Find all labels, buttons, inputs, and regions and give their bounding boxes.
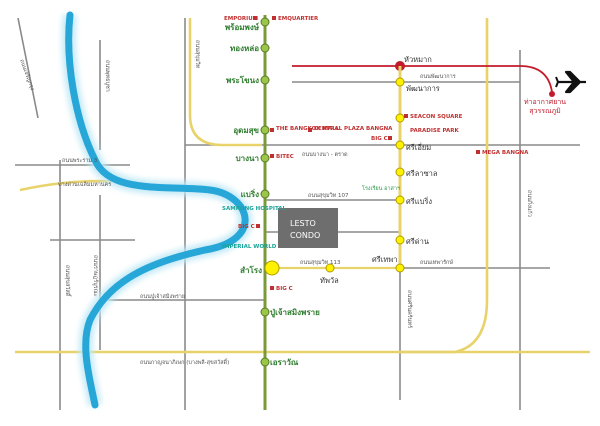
landmark-markers — [253, 16, 480, 290]
yellow-stations — [325, 77, 405, 273]
road-label-sukhumvit107: ถนนสุขุมวิท 107 — [308, 192, 349, 199]
airport-label-line1: ท่าอากาศยาน — [524, 98, 566, 106]
landmark-bitec: BITEC — [276, 154, 294, 160]
road-label-phatthanakan: ถนนพัฒนาการ — [420, 73, 456, 80]
label-bangna: บางนา — [236, 154, 259, 163]
road-label-expressway: ทางด่วนเฉลิมมหานคร — [58, 181, 111, 188]
airplane-icon — [555, 70, 586, 94]
station-samrong-dot[interactable] — [264, 260, 280, 276]
station-sriiam-dot[interactable] — [395, 140, 405, 150]
label-srilasalle: ศรีลาซาล — [406, 169, 438, 178]
station-phatthanakan-dot[interactable] — [395, 77, 405, 87]
road-label-rama3: ถนนพระราม 3 — [62, 158, 98, 164]
marker-bigc-south — [270, 286, 274, 290]
condo-line2: CONDO — [290, 231, 320, 240]
station-erawan-dot[interactable] — [260, 357, 270, 367]
marker-bigc-bangna — [388, 136, 392, 140]
river-glow — [61, 14, 253, 407]
landmark-bangkok-mall: THE BANGKOK MALL — [276, 126, 340, 132]
label-sribearing: ศรีแบริ่ง — [406, 196, 432, 206]
road-label-thepharak: ถนนเทพารักษ์ — [420, 259, 453, 266]
station-thapwan-dot[interactable] — [325, 263, 335, 273]
landmark-emquartier: EMQUARTIER — [278, 16, 319, 22]
road-sukhumvit-curve — [188, 18, 262, 147]
landmark-rongrian: โรงเรียน อาสาฯ — [362, 184, 400, 192]
road-label-bangna-trad: ถนนบางนา - ตราด — [302, 152, 348, 158]
marker-bitec — [270, 154, 274, 158]
station-sridan-dot[interactable] — [395, 235, 405, 245]
road-label-sri-nakharin: ถนนศรีนครินทร์ — [406, 290, 413, 328]
road-label-kingkaew: ถนนกิ่งแก้ว — [526, 190, 534, 217]
route-end-dot — [549, 91, 555, 97]
station-srilasalle-dot[interactable] — [395, 167, 405, 177]
label-thonglor: ทองหล่อ — [230, 44, 259, 53]
marker-seacon — [404, 114, 408, 118]
landmark-bigc-bangna: BIG C — [371, 136, 388, 142]
label-huamak: หัวหมาก — [404, 55, 432, 64]
road-label-pracha-uthit: ถนนปู่เจ้าสมิงพราย — [140, 293, 185, 300]
marker-bangkok-mall — [270, 128, 274, 132]
station-udomsuk-dot[interactable] — [260, 125, 270, 135]
label-phrakhanong: พระโขนง — [226, 75, 259, 85]
road-label-left-road-a: ถนนสุขสวัสดิ์ — [64, 265, 72, 298]
landmark-paradise: PARADISE PARK — [410, 128, 460, 134]
landmark-emporium: EMPORIUM — [224, 16, 258, 22]
station-sriudom-dot[interactable] — [395, 113, 405, 123]
landmark-mega: MEGA BANGNA — [482, 150, 529, 156]
label-phatthanakan: พัฒนาการ — [406, 84, 440, 93]
landmark-bigc-samrong: BIG C — [238, 224, 255, 230]
marker-mega — [476, 150, 480, 154]
label-sriiam: ศรีเอี่ยม — [406, 142, 431, 152]
station-sritepha-dot[interactable] — [395, 263, 405, 273]
label-thapwan: ทัพวัล — [320, 276, 339, 285]
marker-central-plaza — [308, 128, 312, 132]
airport-label-line2: สุวรรณภูมิ — [529, 107, 560, 115]
road-label-left-road-c: ถนนราษฎร์บูรณะ — [92, 255, 99, 297]
label-samrong: สำโรง — [240, 265, 262, 275]
condo-line1: LESTO — [290, 219, 316, 228]
landmark-central-plaza: CENTRAL PLAZA BANGNA — [314, 126, 393, 132]
label-sridan: ศรีด่าน — [406, 237, 429, 246]
label-prompong: พร้อมพงษ์ — [225, 22, 260, 32]
station-bearing-dot[interactable] — [260, 189, 270, 199]
road-upper-left-diagonal — [17, 17, 39, 119]
station-prompong-dot[interactable] — [260, 17, 270, 27]
landmark-imperial-world: IMPERIAL WORLD — [222, 244, 277, 250]
station-sribearing-dot[interactable] — [395, 195, 405, 205]
road-right-yellow — [400, 18, 489, 354]
label-pujaosamingphrai: ปู่เจ้าสมิงพราย — [270, 307, 320, 318]
station-phrakhanong-dot[interactable] — [260, 75, 270, 85]
route-to-airport — [292, 65, 553, 93]
road-label-outer-ring: ถนนกาญจนาภิเษก (บางพลี-สุขสวัสดิ์) — [140, 358, 229, 366]
landmark-seacon: SEACON SQUARE — [410, 114, 463, 120]
road-label-sukhumvit113: ถนนสุขุมวิท 113 — [300, 259, 341, 266]
station-thonglor-dot[interactable] — [260, 43, 270, 53]
road-label-left-road-b: ถนนพุทธบูชา — [104, 60, 111, 92]
marker-emquartier — [272, 16, 276, 20]
marker-emporium — [253, 16, 257, 20]
bts-stations — [260, 17, 280, 367]
road-label-sukhumvit: ถนนสุขุมวิท — [194, 40, 201, 69]
river-chao-phraya — [65, 11, 249, 409]
label-bearing: แบริ่ง — [241, 188, 260, 199]
label-erawan: เอราวัณ — [270, 358, 299, 367]
marker-bigc-samrong — [256, 224, 260, 228]
label-sritepha: ศรีเทพา — [372, 255, 397, 264]
landmark-bigc-south: BIG C — [276, 286, 293, 292]
station-pujaosamingphrai-dot[interactable] — [260, 307, 270, 317]
lesto-condo-block — [278, 208, 338, 248]
station-bangna-dot[interactable] — [260, 153, 270, 163]
landmark-samrong-hospital: SAMRONG HOSPITAL — [222, 206, 287, 212]
label-udomsuk: อุดมสุข — [233, 126, 259, 136]
